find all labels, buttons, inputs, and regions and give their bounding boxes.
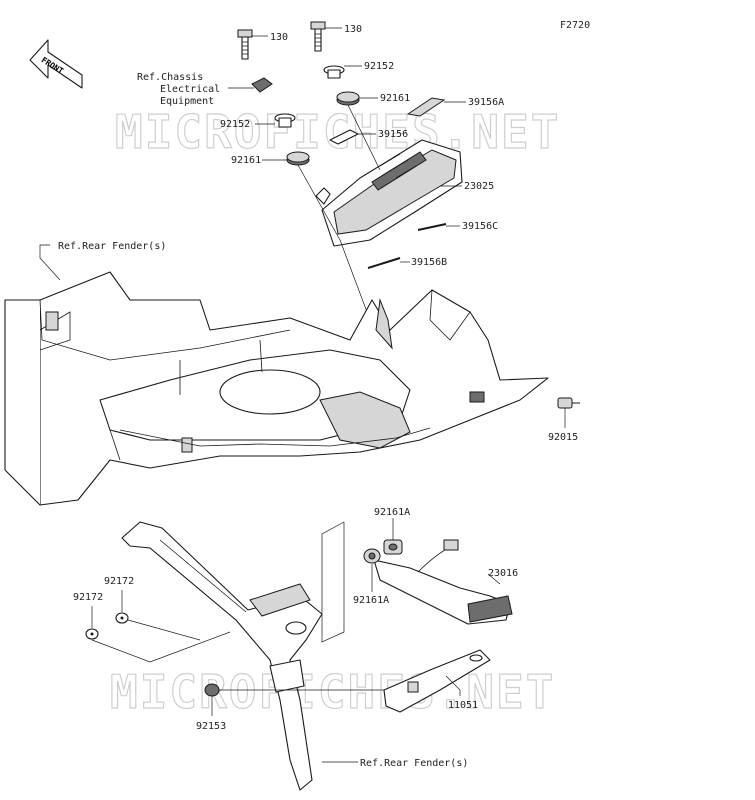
collar-92152-left xyxy=(274,113,296,128)
strip-39156B xyxy=(367,257,401,269)
label-92161-left: 92161 xyxy=(231,155,261,166)
label-92161A-top: 92161A xyxy=(374,507,410,518)
ref-chassis-line3: Equipment xyxy=(160,96,214,107)
ref-chassis-line2: Electrical xyxy=(160,84,220,95)
figure-code: F2720 xyxy=(560,20,590,31)
collar-92152-right xyxy=(323,65,345,79)
ref-chassis-line1: Ref.Chassis xyxy=(137,72,203,83)
label-92172-left: 92172 xyxy=(73,592,103,603)
grommet-92161-left xyxy=(286,151,310,166)
label-23016: 23016 xyxy=(488,568,518,579)
watermark-bottom: MICROFICHES.NET xyxy=(110,665,555,719)
chassis-clip xyxy=(251,77,273,93)
label-92015: 92015 xyxy=(548,432,578,443)
strip-39156C xyxy=(417,223,447,231)
label-92152-left: 92152 xyxy=(220,119,250,130)
washer-92172-right xyxy=(115,612,129,624)
rear-fender-upper xyxy=(4,271,549,506)
license-lamp-23016 xyxy=(373,539,513,625)
front-arrow-icon: FRONT xyxy=(29,39,83,89)
pad-39156A xyxy=(406,97,446,117)
bolt-130-right xyxy=(310,21,326,52)
ref-rear-fender-top: Ref.Rear Fender(s) xyxy=(58,241,166,252)
label-130-left: 130 xyxy=(270,32,288,43)
rivet-92015 xyxy=(557,397,580,409)
label-92161A-bottom: 92161A xyxy=(353,595,389,606)
label-92161-right: 92161 xyxy=(380,93,410,104)
label-92152-right: 92152 xyxy=(364,61,394,72)
grommet-92161A-top xyxy=(383,539,403,555)
ref-rear-fender-bottom: Ref.Rear Fender(s) xyxy=(360,758,468,769)
grommet-92161A-bottom xyxy=(363,548,381,564)
label-130-right: 130 xyxy=(344,24,362,35)
label-39156A: 39156A xyxy=(468,97,504,108)
washer-92172-left xyxy=(85,628,99,640)
bracket-11051 xyxy=(383,649,491,713)
license-plate-bracket xyxy=(121,521,323,791)
label-39156: 39156 xyxy=(378,129,408,140)
grommet-92161-right xyxy=(336,91,360,106)
tail-light-23025 xyxy=(315,139,463,247)
label-39156C: 39156C xyxy=(462,221,498,232)
screw-92153 xyxy=(204,683,220,697)
label-23025: 23025 xyxy=(464,181,494,192)
bolt-130-left xyxy=(237,29,253,60)
label-39156B: 39156B xyxy=(411,257,447,268)
label-92172-right: 92172 xyxy=(104,576,134,587)
watermark-top: MICROFICHES.NET xyxy=(115,105,560,159)
label-11051: 11051 xyxy=(448,700,478,711)
label-92153: 92153 xyxy=(196,721,226,732)
ref-rear-fender-top-leader xyxy=(39,244,61,281)
